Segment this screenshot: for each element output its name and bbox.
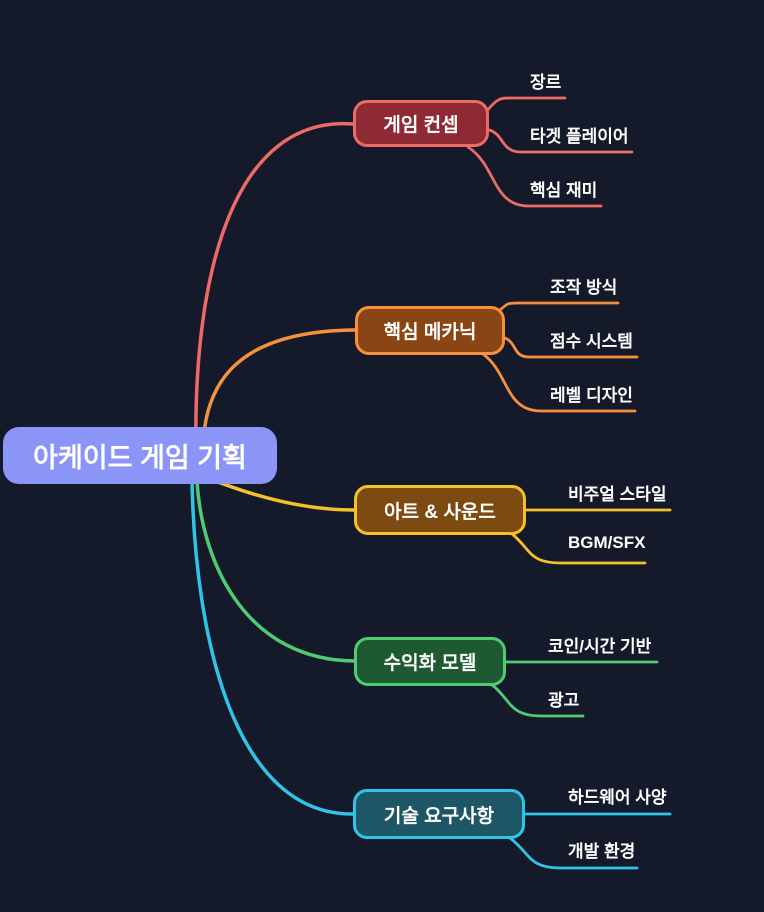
branch-node-game-concept[interactable]: 게임 컨셉 (353, 100, 489, 147)
branch-node-label: 수익화 모델 (383, 653, 477, 674)
link-core-mechanics-child-1 (503, 336, 639, 359)
link-root-to-core-mechanics (201, 328, 357, 449)
branch-node-art-sound[interactable]: 아트 & 사운드 (354, 485, 526, 535)
leaf-node-monetization-0[interactable]: 코인/시간 기반 (548, 637, 652, 656)
leaf-node-game-concept-2[interactable]: 핵심 재미 (530, 181, 598, 200)
branch-node-monetization[interactable]: 수익화 모델 (354, 637, 506, 686)
branch-node-label: 게임 컨셉 (383, 115, 459, 136)
branch-node-label: 기술 요구사항 (383, 805, 495, 827)
link-tech-requirements-child-1 (508, 836, 639, 870)
leaf-node-art-sound-1[interactable]: BGM/SFX (568, 533, 646, 552)
leaf-node-tech-requirements-1[interactable]: 개발 환경 (568, 842, 636, 861)
link-game-concept-child-1 (487, 128, 634, 154)
link-monetization-child-1 (489, 682, 585, 718)
branch-node-core-mechanics[interactable]: 핵심 메카닉 (355, 306, 505, 355)
leaf-node-core-mechanics-0[interactable]: 조작 방식 (550, 278, 618, 297)
leaf-node-monetization-1[interactable]: 광고 (548, 691, 580, 710)
link-root-to-game-concept (194, 122, 355, 452)
branch-node-label: 핵심 메카닉 (383, 322, 477, 343)
link-art-sound-child-1 (509, 531, 647, 565)
leaf-node-core-mechanics-1[interactable]: 점수 시스템 (550, 332, 633, 351)
leaf-node-game-concept-0[interactable]: 장르 (530, 73, 562, 92)
link-core-mechanics-child-0 (498, 301, 620, 312)
link-game-concept-child-0 (485, 96, 567, 113)
root-node[interactable]: 아케이드 게임 기획 (3, 427, 277, 484)
link-root-to-monetization (195, 480, 356, 663)
leaf-node-core-mechanics-2[interactable]: 레벨 디자인 (550, 386, 633, 405)
link-game-concept-child-2 (466, 145, 603, 208)
link-root-to-art-sound (206, 476, 356, 512)
root-node-label: 아케이드 게임 기획 (33, 443, 247, 473)
branch-node-label: 아트 & 사운드 (384, 501, 496, 523)
link-core-mechanics-child-2 (481, 352, 637, 413)
leaf-node-game-concept-1[interactable]: 타겟 플레이어 (530, 127, 629, 146)
branch-node-tech-requirements[interactable]: 기술 요구사항 (353, 789, 525, 839)
leaf-node-art-sound-0[interactable]: 비주얼 스타일 (568, 485, 667, 504)
leaf-node-tech-requirements-0[interactable]: 하드웨어 사양 (568, 788, 667, 807)
link-root-to-tech-requirements (190, 478, 355, 816)
